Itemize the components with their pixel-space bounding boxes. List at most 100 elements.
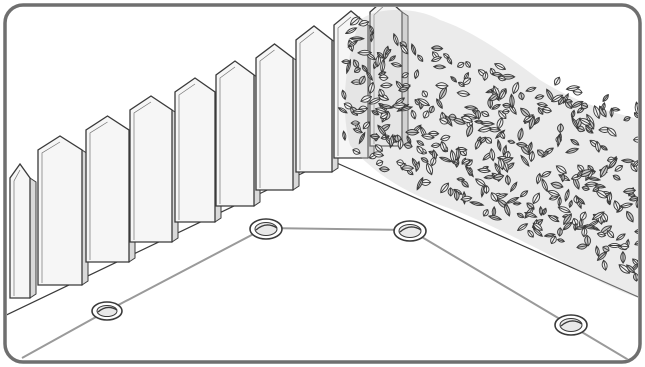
hedge-leaf bbox=[497, 75, 507, 82]
hedge-leaf bbox=[377, 124, 387, 137]
hedge-leaf bbox=[516, 212, 525, 219]
hedge-leaf bbox=[393, 32, 399, 47]
hedge-leaf bbox=[613, 200, 621, 212]
hedge-leaf bbox=[460, 195, 473, 202]
hedge-leaf bbox=[435, 82, 449, 89]
fence-picket bbox=[9, 162, 37, 299]
hedge-leaf bbox=[461, 180, 469, 188]
hedge-leaf bbox=[527, 141, 533, 154]
hedge-leaf bbox=[627, 192, 636, 198]
hedge-leaf bbox=[564, 98, 574, 104]
hedge-leaf bbox=[453, 189, 460, 202]
hedge-leaf bbox=[398, 86, 410, 93]
wire-peg-icon bbox=[393, 220, 427, 242]
hedge-leaf bbox=[523, 211, 538, 218]
hedge-leaf bbox=[620, 250, 626, 264]
hedge-leaf bbox=[565, 85, 581, 92]
hedge-leaf bbox=[532, 192, 541, 205]
hedge-leaf bbox=[595, 140, 601, 153]
hedge-leaf bbox=[595, 190, 608, 199]
fence-picket bbox=[255, 43, 300, 191]
hedge-leaf bbox=[457, 61, 465, 68]
hedge-leaf bbox=[562, 221, 573, 231]
hedge-leaf bbox=[448, 113, 457, 121]
hedge-leaf bbox=[415, 160, 420, 173]
hedge-leaf bbox=[619, 202, 634, 209]
hedge-leaf bbox=[352, 128, 364, 134]
hedge-leaf bbox=[428, 105, 435, 114]
hedge-leaf bbox=[606, 230, 615, 239]
hedge-leaf bbox=[596, 231, 607, 238]
hedge-leaf bbox=[563, 92, 569, 104]
hedge-leaf bbox=[580, 102, 589, 110]
hedge-leaf bbox=[403, 142, 413, 149]
hedge-leaf bbox=[540, 171, 552, 178]
hedge-leaf bbox=[584, 181, 599, 187]
hedge-leaf bbox=[341, 59, 352, 65]
hedge-leaf bbox=[417, 54, 424, 62]
hedge-leaf bbox=[581, 185, 590, 192]
hedge-leaf bbox=[568, 199, 573, 209]
hedge-leaf bbox=[622, 187, 637, 195]
fence-picket bbox=[85, 115, 136, 263]
hedge-leaf bbox=[518, 91, 525, 101]
hedge-leaf bbox=[570, 100, 584, 108]
hedge-leaf bbox=[490, 192, 498, 202]
hedge-leaf bbox=[477, 167, 492, 174]
hedge-leaf bbox=[547, 214, 560, 223]
hedge-leaf bbox=[614, 165, 624, 172]
hedge-leaf bbox=[553, 76, 561, 86]
hedge-leaf bbox=[368, 81, 375, 95]
hedge-leaf bbox=[349, 36, 365, 41]
hedge-leaf bbox=[491, 104, 501, 110]
hedge-leaf bbox=[633, 112, 638, 119]
hedge-leaf bbox=[557, 196, 562, 208]
hedge-leaf bbox=[447, 187, 454, 197]
hedge-leaf bbox=[493, 62, 507, 71]
hedge-leaf bbox=[394, 97, 406, 105]
hedge-leaf bbox=[551, 94, 564, 103]
hedge-leaf bbox=[436, 98, 443, 110]
hedge-leaf bbox=[576, 196, 586, 205]
hedge-leaf bbox=[517, 127, 524, 142]
hedge-leaf bbox=[380, 58, 386, 74]
hedge-leaf bbox=[586, 176, 602, 181]
hedge-leaf bbox=[541, 106, 552, 114]
hedge-leaf bbox=[560, 172, 566, 183]
hedge-leaf bbox=[342, 130, 347, 142]
hedge-leaf bbox=[352, 148, 361, 155]
hedge-leaf bbox=[432, 64, 447, 70]
hedge-leaf bbox=[475, 109, 482, 120]
hedge-leaf bbox=[600, 145, 608, 151]
hedge-leaf bbox=[596, 251, 608, 261]
hedge-leaf bbox=[466, 123, 474, 138]
hedge-leaf bbox=[413, 69, 420, 80]
hedge-leaf bbox=[510, 181, 518, 193]
hedge-leaf bbox=[550, 235, 557, 245]
hedge-leaf bbox=[416, 145, 424, 155]
hedge-leaf bbox=[483, 174, 496, 180]
wire-peg-icon bbox=[249, 218, 283, 240]
hedge-leaf bbox=[565, 147, 580, 154]
hedge-leaf bbox=[358, 75, 366, 85]
hedge-leaf bbox=[380, 112, 389, 119]
hedge-leaf bbox=[507, 139, 516, 144]
hedge-leaf bbox=[633, 272, 638, 282]
hedge-leaf bbox=[425, 162, 433, 176]
hedge-leaf bbox=[619, 243, 630, 250]
hedge-leaf bbox=[416, 176, 424, 191]
hedge-leaf bbox=[519, 190, 529, 198]
fence-icon bbox=[9, 7, 409, 299]
hedge-leaf bbox=[536, 102, 549, 108]
hedge-leaf bbox=[525, 86, 537, 93]
hedge-leaf bbox=[606, 127, 617, 137]
hedge-leaf bbox=[582, 224, 596, 230]
fence-picket bbox=[215, 60, 261, 207]
hedge-leaf bbox=[607, 157, 618, 170]
hedge-leaf bbox=[557, 206, 572, 214]
hedge-leaf bbox=[591, 211, 605, 221]
hedge-leaf bbox=[399, 106, 414, 112]
hedge-leaf bbox=[523, 114, 534, 123]
hedge-leaf bbox=[464, 164, 474, 178]
